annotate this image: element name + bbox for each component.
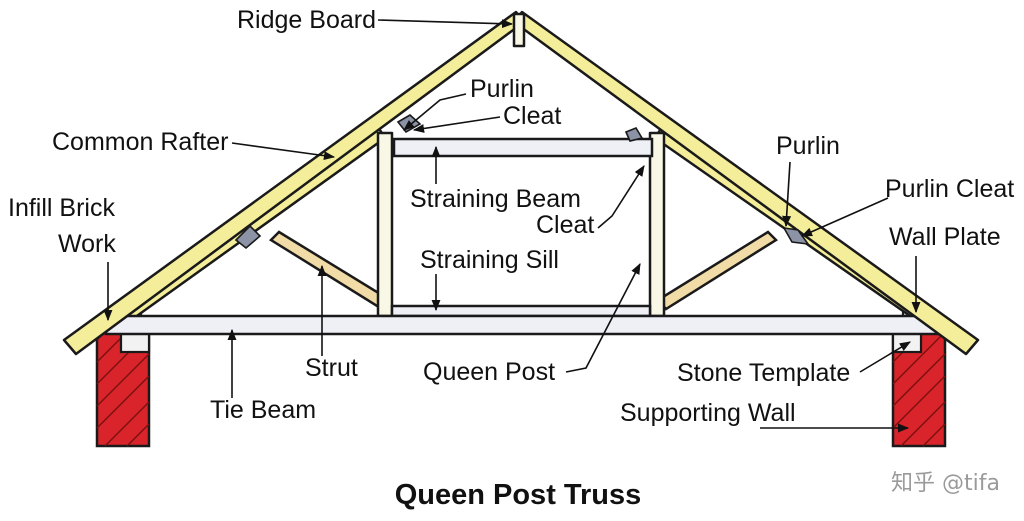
purlin-cleat-left: [234, 224, 262, 250]
label-queen-post: Queen Post: [423, 358, 555, 386]
diagram-title: Queen Post Truss: [395, 479, 642, 511]
leader-queen-post: [565, 263, 641, 373]
strut-left: [269, 230, 392, 311]
leader-purlin-cleat: [800, 197, 889, 237]
label-tie-beam: Tie Beam: [210, 396, 316, 424]
leader-common-rafter: [231, 142, 336, 161]
ridge-board: [512, 12, 526, 48]
label-purlin-cleat: Purlin Cleat: [885, 175, 1014, 203]
label-straining-sill: Straining Sill: [420, 246, 559, 274]
straining-sill: [390, 304, 652, 318]
label-straining-beam: Straining Beam: [410, 185, 581, 213]
straining-beam: [392, 137, 654, 158]
leader-stone-template: [859, 341, 911, 373]
purlin-cleat-right: [782, 226, 810, 246]
label-strut: Strut: [305, 354, 358, 382]
label-cleat-top: Cleat: [503, 102, 561, 130]
leader-purlin-left: [403, 93, 467, 131]
leader-cleat-mid: [597, 165, 645, 229]
label-cleat-mid: Cleat: [536, 211, 594, 239]
leader-purlin-right: [782, 161, 792, 228]
cleat-top-right: [624, 127, 644, 142]
label-infill-brick: Infill Brick: [8, 194, 115, 222]
leader-ridge-board: [377, 19, 514, 29]
label-ridge-board: Ridge Board: [237, 6, 376, 34]
common-rafter-left: [62, 10, 526, 356]
strut-right: [656, 230, 778, 311]
watermark-text: 知乎 @tifa: [891, 471, 1000, 496]
queen-post-right: [648, 131, 666, 318]
label-common-rafter: Common Rafter: [52, 128, 228, 156]
label-purlin-right: Purlin: [776, 132, 840, 160]
label-stone-template: Stone Template: [677, 359, 850, 387]
label-wall-plate: Wall Plate: [889, 223, 1001, 251]
leader-cleat-top: [412, 116, 501, 133]
label-purlin-left: Purlin: [470, 75, 534, 103]
label-infill-work: Work: [58, 230, 116, 258]
label-supporting-wall: Supporting Wall: [620, 399, 796, 427]
tie-beam: [104, 314, 940, 336]
queen-post-left: [376, 131, 394, 318]
